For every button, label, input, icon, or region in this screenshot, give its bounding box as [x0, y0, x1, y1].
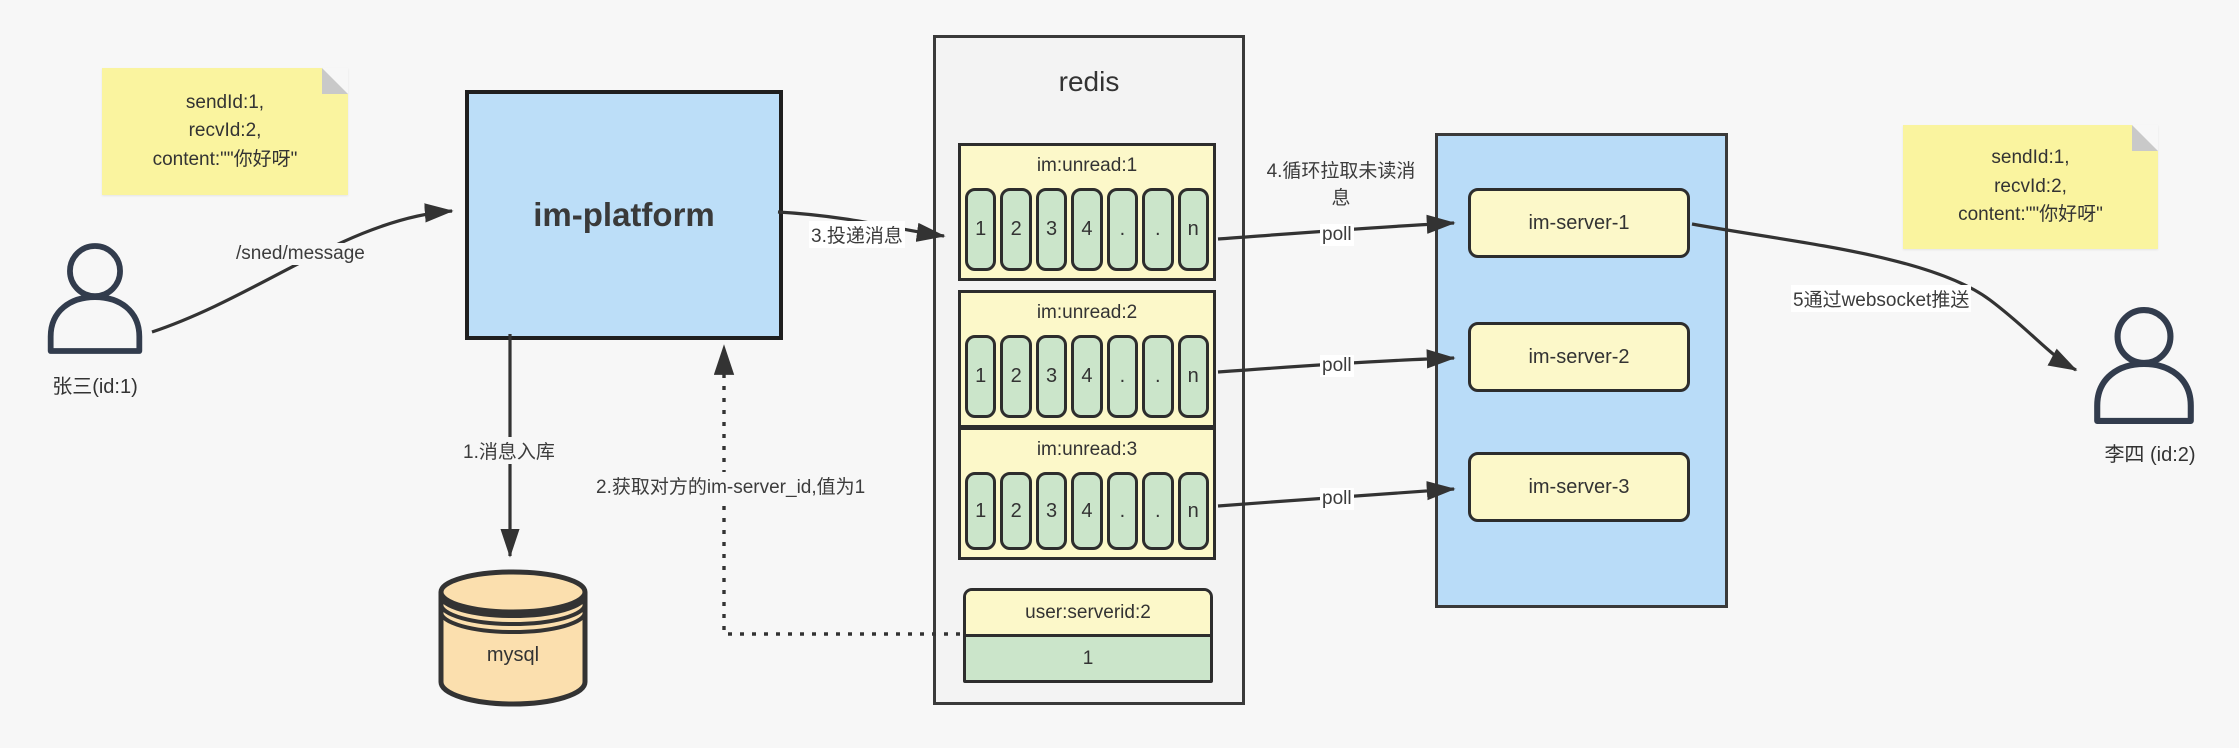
- note-line: content:""你好呀": [1958, 204, 2103, 226]
- queue-cell: 2: [1000, 188, 1032, 271]
- queue-cell: .: [1106, 335, 1139, 418]
- sticky-note-right-text: sendId:1, recvId:2, content:""你好呀": [1958, 144, 2103, 230]
- edge-label-poll-3: poll: [1320, 488, 1354, 510]
- queue-cell: .: [1106, 188, 1139, 271]
- queue-cell: 3: [1035, 335, 1068, 418]
- edge-label-poll-2: poll: [1320, 355, 1354, 377]
- edge-label-step5: 5通过websocket推送: [1791, 285, 1972, 312]
- queue-cells: 1 2 3 4 . . n: [965, 472, 1209, 550]
- arrow-send-message: [151, 203, 454, 334]
- queue-cell: 3: [1035, 188, 1068, 271]
- im-platform-box: im-platform: [465, 90, 783, 340]
- note-line: sendId:1,: [1991, 147, 2070, 169]
- queue-cells: 1 2 3 4 . . n: [965, 188, 1209, 271]
- queue-cells: 1 2 3 4 . . n: [965, 335, 1209, 418]
- edge-label-send-message: /sned/message: [234, 243, 367, 265]
- im-server-2-box: im-server-2: [1468, 322, 1690, 392]
- queue-cell: n: [1177, 472, 1209, 550]
- note-line: content:""你好呀": [152, 148, 298, 170]
- mysql-label: mysql: [486, 644, 540, 666]
- im-platform-label: im-platform: [533, 196, 715, 233]
- kv-value: 1: [966, 637, 1210, 680]
- edge-label-step3: 3.投递消息: [809, 221, 905, 248]
- edge-label-step2: 2.获取对方的im-server_id,值为1: [594, 472, 868, 499]
- im-server-1-box: im-server-1: [1468, 188, 1690, 258]
- queue-title: im:unread:2: [1036, 302, 1138, 323]
- queue-cell: 3: [1035, 472, 1068, 550]
- queue-title: im:unread:3: [1036, 439, 1138, 460]
- queue-cell: n: [1177, 188, 1209, 271]
- im-server-2-label: im-server-2: [1528, 345, 1630, 368]
- mysql-cylinder-icon: [438, 569, 588, 707]
- queue-cell: 1: [965, 472, 997, 550]
- edge-label-poll-1: poll: [1320, 224, 1354, 246]
- note-line: recvId:2,: [188, 120, 262, 142]
- note-fold-icon: [2132, 125, 2158, 151]
- queue-cell: .: [1142, 335, 1174, 418]
- queue-cell: .: [1142, 472, 1174, 550]
- queue-cell: 4: [1071, 188, 1103, 271]
- edge-label-step4: 4.循环拉取未读消息: [1258, 156, 1424, 210]
- redis-title: redis: [1058, 66, 1120, 97]
- receiver-label: 李四 (id:2): [2104, 444, 2196, 466]
- queue-cell: 1: [965, 335, 997, 418]
- queue-title: im:unread:1: [1036, 155, 1138, 176]
- queue-cell: 2: [1000, 335, 1032, 418]
- queue-im-unread-3: im:unread:3 1 2 3 4 . . n: [958, 427, 1216, 560]
- sticky-note-left: sendId:1, recvId:2, content:""你好呀": [102, 68, 348, 195]
- note-line: sendId:1,: [185, 91, 265, 113]
- im-server-1-label: im-server-1: [1528, 211, 1630, 234]
- queue-cell: 1: [965, 188, 997, 271]
- sender-label: 张三(id:1): [52, 376, 138, 398]
- queue-cell: n: [1177, 335, 1209, 418]
- kv-key: user:serverid:2: [966, 591, 1210, 637]
- queue-cell: .: [1106, 472, 1139, 550]
- kv-user-serverid: user:serverid:2 1: [963, 588, 1213, 683]
- queue-im-unread-1: im:unread:1 1 2 3 4 . . n: [958, 143, 1216, 281]
- sticky-note-right: sendId:1, recvId:2, content:""你好呀": [1903, 125, 2158, 249]
- queue-cell: .: [1142, 188, 1174, 271]
- person-sender-icon: [47, 243, 143, 354]
- queue-cell: 4: [1071, 335, 1103, 418]
- im-server-3-box: im-server-3: [1468, 452, 1690, 522]
- person-receiver-icon: [2094, 307, 2194, 424]
- im-server-3-label: im-server-3: [1528, 475, 1630, 498]
- queue-im-unread-2: im:unread:2 1 2 3 4 . . n: [958, 290, 1216, 428]
- note-line: recvId:2,: [1994, 175, 2067, 197]
- queue-cell: 4: [1071, 472, 1103, 550]
- sticky-note-left-text: sendId:1, recvId:2, content:""你好呀": [153, 89, 298, 175]
- queue-cell: 2: [1000, 472, 1032, 550]
- note-fold-icon: [322, 68, 348, 94]
- edge-label-step1: 1.消息入库: [461, 437, 557, 464]
